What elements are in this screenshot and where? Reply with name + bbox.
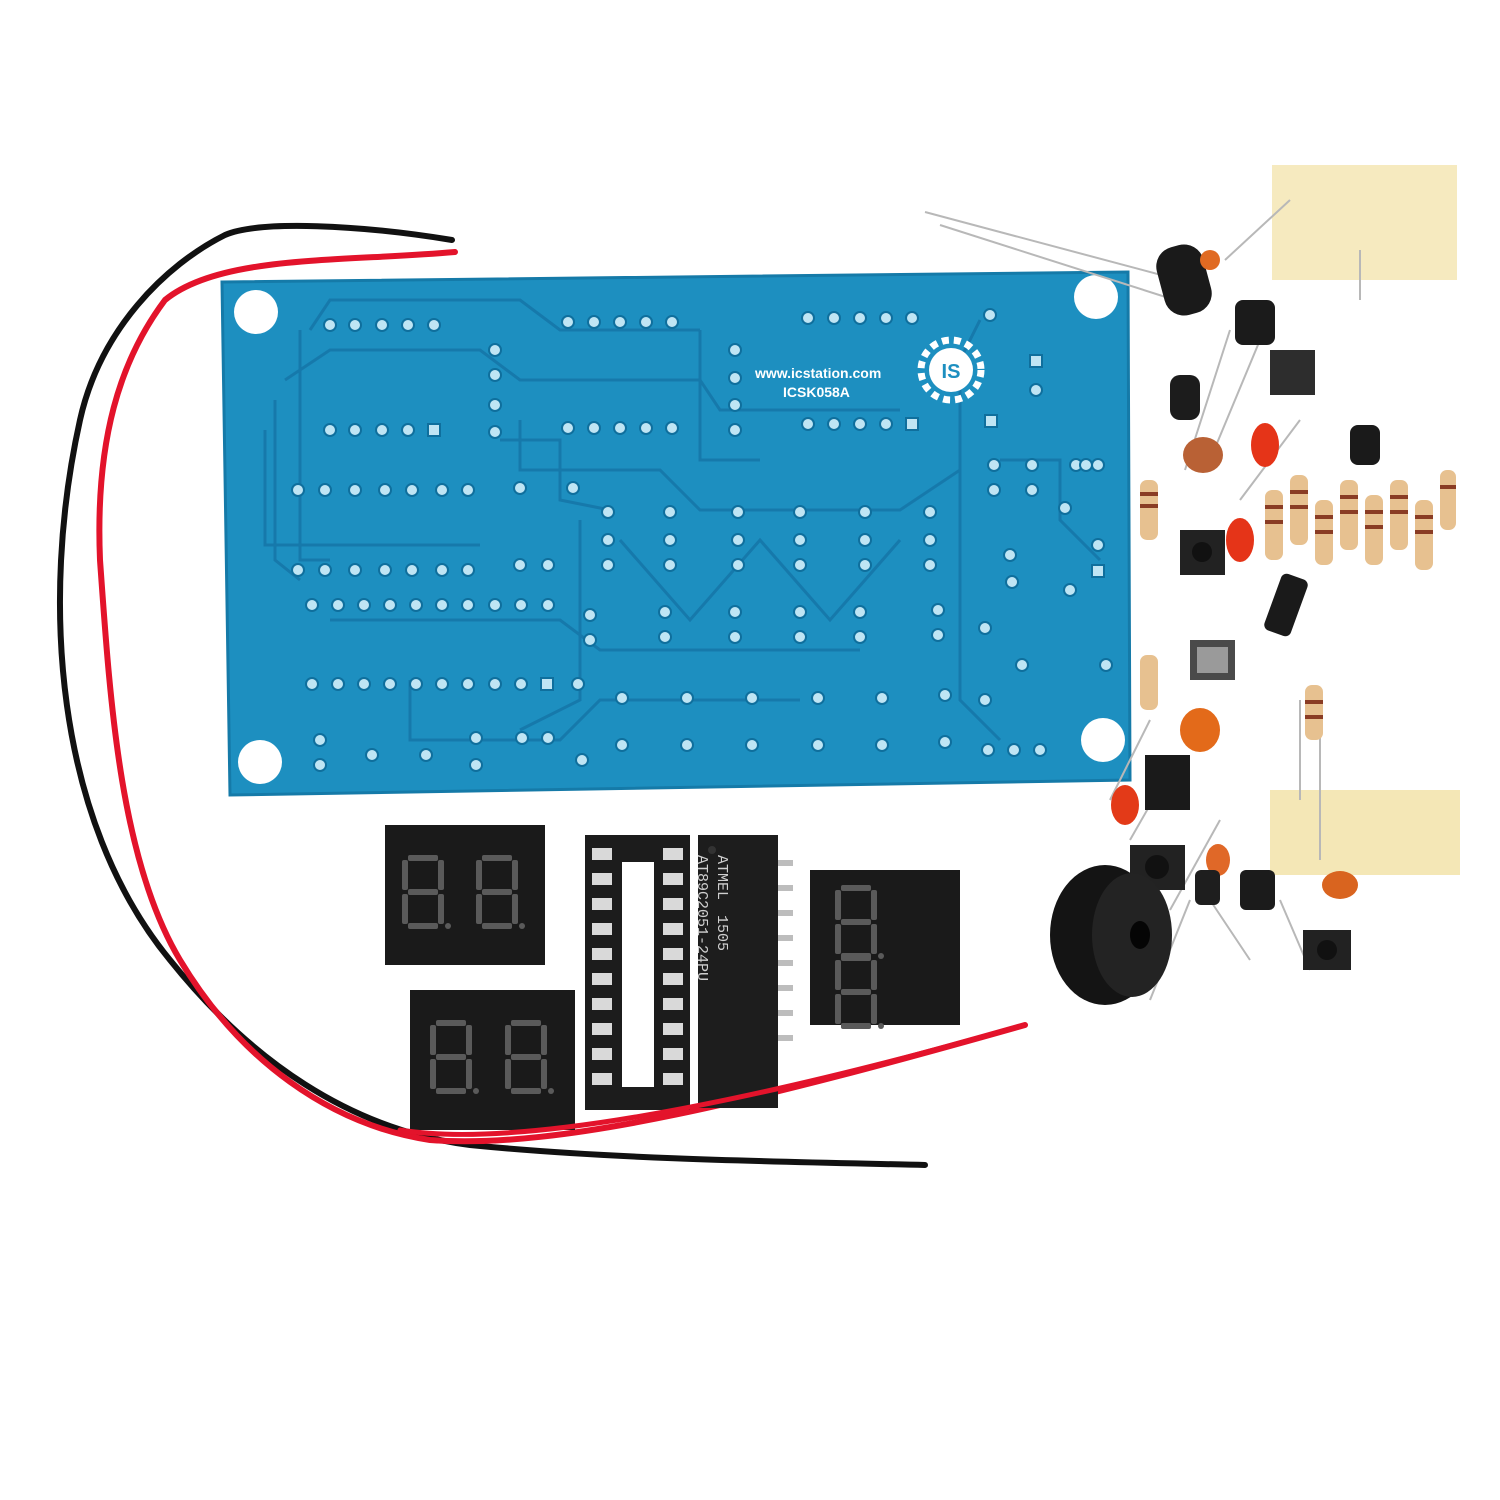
seven-segment-display-3: 88	[810, 870, 960, 1029]
pcb-model-label: ICSK058A	[783, 384, 850, 400]
microcontroller-chip: ATMEL 1505 AT89C2051-24PU	[693, 835, 793, 1108]
pcb-board: www.icstation.com ICSK058A IS	[220, 270, 1132, 797]
icstation-gear-logo: IS	[917, 336, 985, 404]
chip-part-number: AT89C2051-24PU	[693, 855, 710, 981]
solder-pads	[291, 308, 1113, 772]
black-wire	[56, 222, 928, 1168]
pcb-traces	[263, 298, 1102, 742]
display-2-digits: 88	[490, 1004, 492, 1006]
display-1-digits: 88	[465, 839, 467, 841]
logo-text: IS	[942, 361, 961, 383]
power-wires	[56, 222, 1028, 1168]
red-wire	[96, 249, 1028, 1145]
ic-socket	[585, 835, 690, 1110]
pcb-url-label: www.icstation.com	[754, 365, 881, 381]
seven-segment-display-2: 88	[410, 990, 575, 1130]
mounting-holes	[234, 275, 1125, 784]
display-3-digits: 88	[880, 879, 882, 881]
seven-segment-display-1: 88	[385, 825, 545, 965]
chip-brand: ATMEL	[713, 855, 730, 900]
component-pile	[924, 165, 1460, 1005]
chip-date-code: 1505	[713, 915, 730, 951]
